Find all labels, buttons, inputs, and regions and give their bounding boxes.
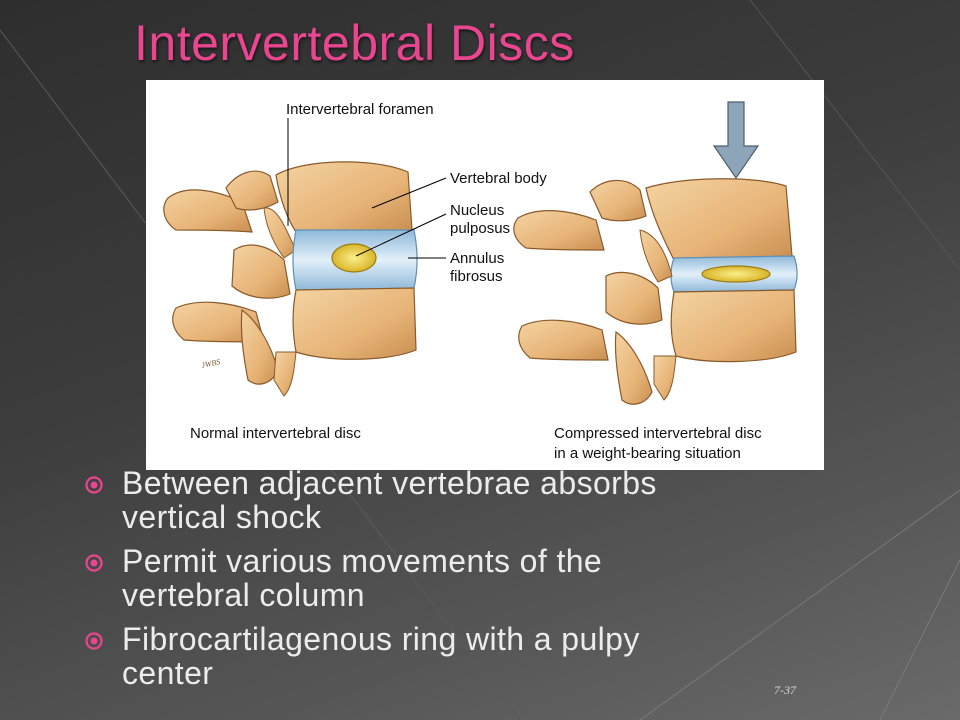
- circle-dot-bullet-icon: [85, 632, 103, 650]
- caption-compressed-1: Compressed intervertebral disc: [554, 425, 762, 442]
- caption-compressed-2: in a weight-bearing situation: [554, 445, 741, 462]
- force-arrow-icon: [712, 101, 760, 180]
- bullet-text-line1: Permit various movements of the: [122, 543, 603, 579]
- bullet-text-line2: vertical shock: [122, 499, 322, 535]
- circle-dot-bullet-icon: [85, 476, 103, 494]
- intervertebral-disc-illustration: JWBS Intervertebral foramen Vertebral bo…: [146, 80, 824, 470]
- circle-dot-bullet-icon: [85, 554, 103, 572]
- bullet-text-line2: vertebral column: [122, 577, 365, 613]
- bullet-list: Between adjacent vertebrae absorbs verti…: [82, 466, 842, 700]
- slide-number: 7-37: [774, 683, 796, 697]
- label-vertebral-body: Vertebral body: [450, 170, 547, 187]
- illustrator-signature: JWBS: [201, 357, 222, 370]
- slide-title: Intervertebral Discs: [134, 15, 575, 71]
- bullet-text-line1: Between adjacent vertebrae absorbs: [122, 465, 657, 501]
- bullet-item: Fibrocartilagenous ring with a pulpy cen…: [82, 622, 842, 690]
- label-intervertebral-foramen: Intervertebral foramen: [286, 101, 434, 118]
- bullet-text-line1: Fibrocartilagenous ring with a pulpy: [122, 621, 640, 657]
- bullet-item: Between adjacent vertebrae absorbs verti…: [82, 466, 842, 534]
- bullet-text-line2: center: [122, 655, 214, 691]
- bullet-item: Permit various movements of the vertebra…: [82, 544, 842, 612]
- label-nucleus-2: pulposus: [450, 220, 510, 237]
- label-nucleus-1: Nucleus: [450, 202, 504, 219]
- normal-spine-segment: [163, 161, 418, 397]
- label-annulus-2: fibrosus: [450, 268, 503, 285]
- compressed-spine-segment: [513, 178, 798, 405]
- caption-normal: Normal intervertebral disc: [190, 425, 361, 442]
- label-annulus-1: Annulus: [450, 250, 504, 267]
